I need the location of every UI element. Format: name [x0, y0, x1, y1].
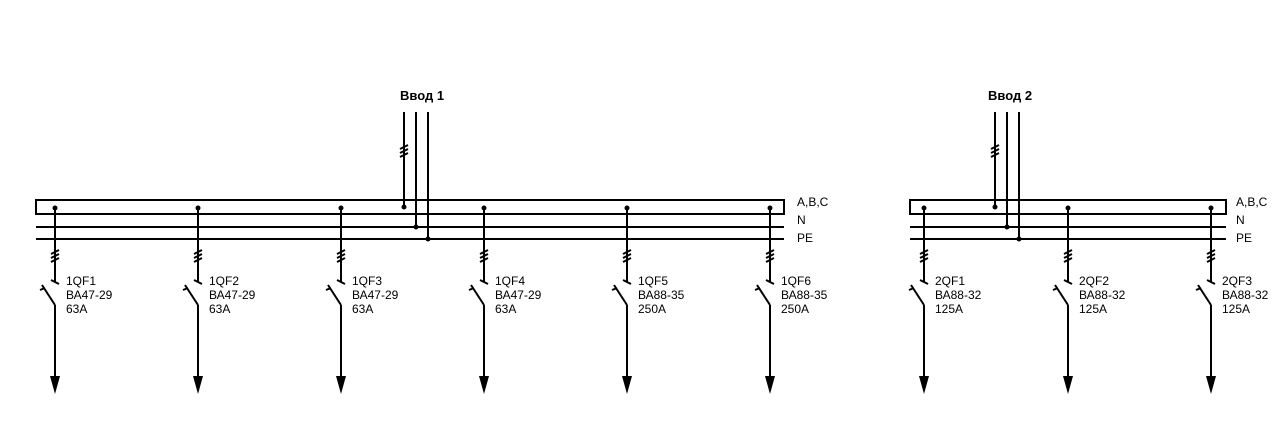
section-2-feeder-tick-marks	[990, 144, 1000, 158]
feeder-tick-marks	[622, 249, 632, 263]
breaker-type: ВА88-35	[781, 288, 828, 302]
section-1-outgoing-feeders: 1QF1ВА47-2963А1QF2ВА47-2963А1QF3ВА47-296…	[39, 205, 828, 394]
breaker-type: ВА88-32	[1079, 288, 1126, 302]
breaker-type: ВА88-32	[1222, 288, 1269, 302]
breaker-name: 1QF5	[638, 274, 668, 288]
feeder-tick-marks	[1206, 249, 1216, 263]
circuit-breaker-icon	[39, 279, 60, 306]
breaker-type: ВА88-35	[638, 288, 685, 302]
outgoing-arrow-icon	[919, 376, 929, 394]
breaker-name: 2QF1	[935, 274, 965, 288]
feeder-tick-marks	[193, 249, 203, 263]
section-1-bus-label-pe: PE	[797, 231, 813, 245]
circuit-breaker-icon	[754, 279, 775, 306]
section-1-title: Ввод 1	[400, 88, 444, 103]
breaker-type: ВА47-29	[352, 288, 399, 302]
section-2-incoming-feeder	[990, 112, 1022, 242]
breaker-rating: 125А	[935, 302, 963, 316]
outgoing-arrow-icon	[765, 376, 775, 394]
breaker-type: ВА47-29	[209, 288, 256, 302]
outgoing-arrow-icon	[193, 376, 203, 394]
outgoing-arrow-icon	[1063, 376, 1073, 394]
outgoing-arrow-icon	[622, 376, 632, 394]
circuit-breaker-icon	[1195, 279, 1216, 306]
outgoing-arrow-icon	[479, 376, 489, 394]
circuit-breaker-icon	[468, 279, 489, 306]
section-1: Ввод 1 A,B,C N PE 1QF1ВА47-2963А1QF2ВА47…	[35, 88, 829, 394]
outgoing-arrow-icon	[50, 376, 60, 394]
feeder-tick-marks	[479, 249, 489, 263]
section-1-feeder-tick-marks	[399, 144, 409, 158]
breaker-name: 1QF6	[781, 274, 811, 288]
section-2-bus-label-phase: A,B,C	[1236, 195, 1268, 209]
circuit-breaker-icon	[182, 279, 203, 306]
section-2: Ввод 2 A,B,C N PE 2QF1ВА88-32125А2QF2ВА8…	[908, 88, 1269, 394]
feeder-tick-marks	[50, 249, 60, 263]
section-2-bus-label-n: N	[1236, 213, 1245, 227]
breaker-name: 1QF4	[495, 274, 525, 288]
outgoing-arrow-icon	[336, 376, 346, 394]
breaker-rating: 63А	[352, 302, 373, 316]
section-2-title: Ввод 2	[988, 88, 1032, 103]
section-1-bus-label-n: N	[797, 213, 806, 227]
breaker-name: 2QF2	[1079, 274, 1109, 288]
breaker-rating: 250А	[781, 302, 809, 316]
section-1-phase-bus	[35, 199, 785, 215]
section-1-incoming-feeder	[399, 112, 431, 242]
circuit-breaker-icon	[908, 279, 929, 306]
feeder-tick-marks	[765, 249, 775, 263]
breaker-type: ВА47-29	[66, 288, 113, 302]
section-1-bus-label-phase: A,B,C	[797, 195, 829, 209]
feeder-tick-marks	[336, 249, 346, 263]
breaker-name: 2QF3	[1222, 274, 1252, 288]
breaker-name: 1QF3	[352, 274, 382, 288]
outgoing-arrow-icon	[1206, 376, 1216, 394]
breaker-type: ВА88-32	[935, 288, 982, 302]
feeder-tick-marks	[919, 249, 929, 263]
circuit-breaker-icon	[611, 279, 632, 306]
breaker-name: 1QF1	[66, 274, 96, 288]
breaker-rating: 125А	[1222, 302, 1250, 316]
breaker-rating: 250А	[638, 302, 666, 316]
feeder-tick-marks	[1063, 249, 1073, 263]
circuit-breaker-icon	[325, 279, 346, 306]
circuit-breaker-icon	[1052, 279, 1073, 306]
breaker-type: ВА47-29	[495, 288, 542, 302]
breaker-rating: 63А	[209, 302, 230, 316]
breaker-rating: 63А	[66, 302, 87, 316]
breaker-name: 1QF2	[209, 274, 239, 288]
section-2-outgoing-feeders: 2QF1ВА88-32125А2QF2ВА88-32125А2QF3ВА88-3…	[908, 205, 1269, 394]
section-2-bus-label-pe: PE	[1236, 231, 1252, 245]
breaker-rating: 125А	[1079, 302, 1107, 316]
breaker-rating: 63А	[495, 302, 516, 316]
